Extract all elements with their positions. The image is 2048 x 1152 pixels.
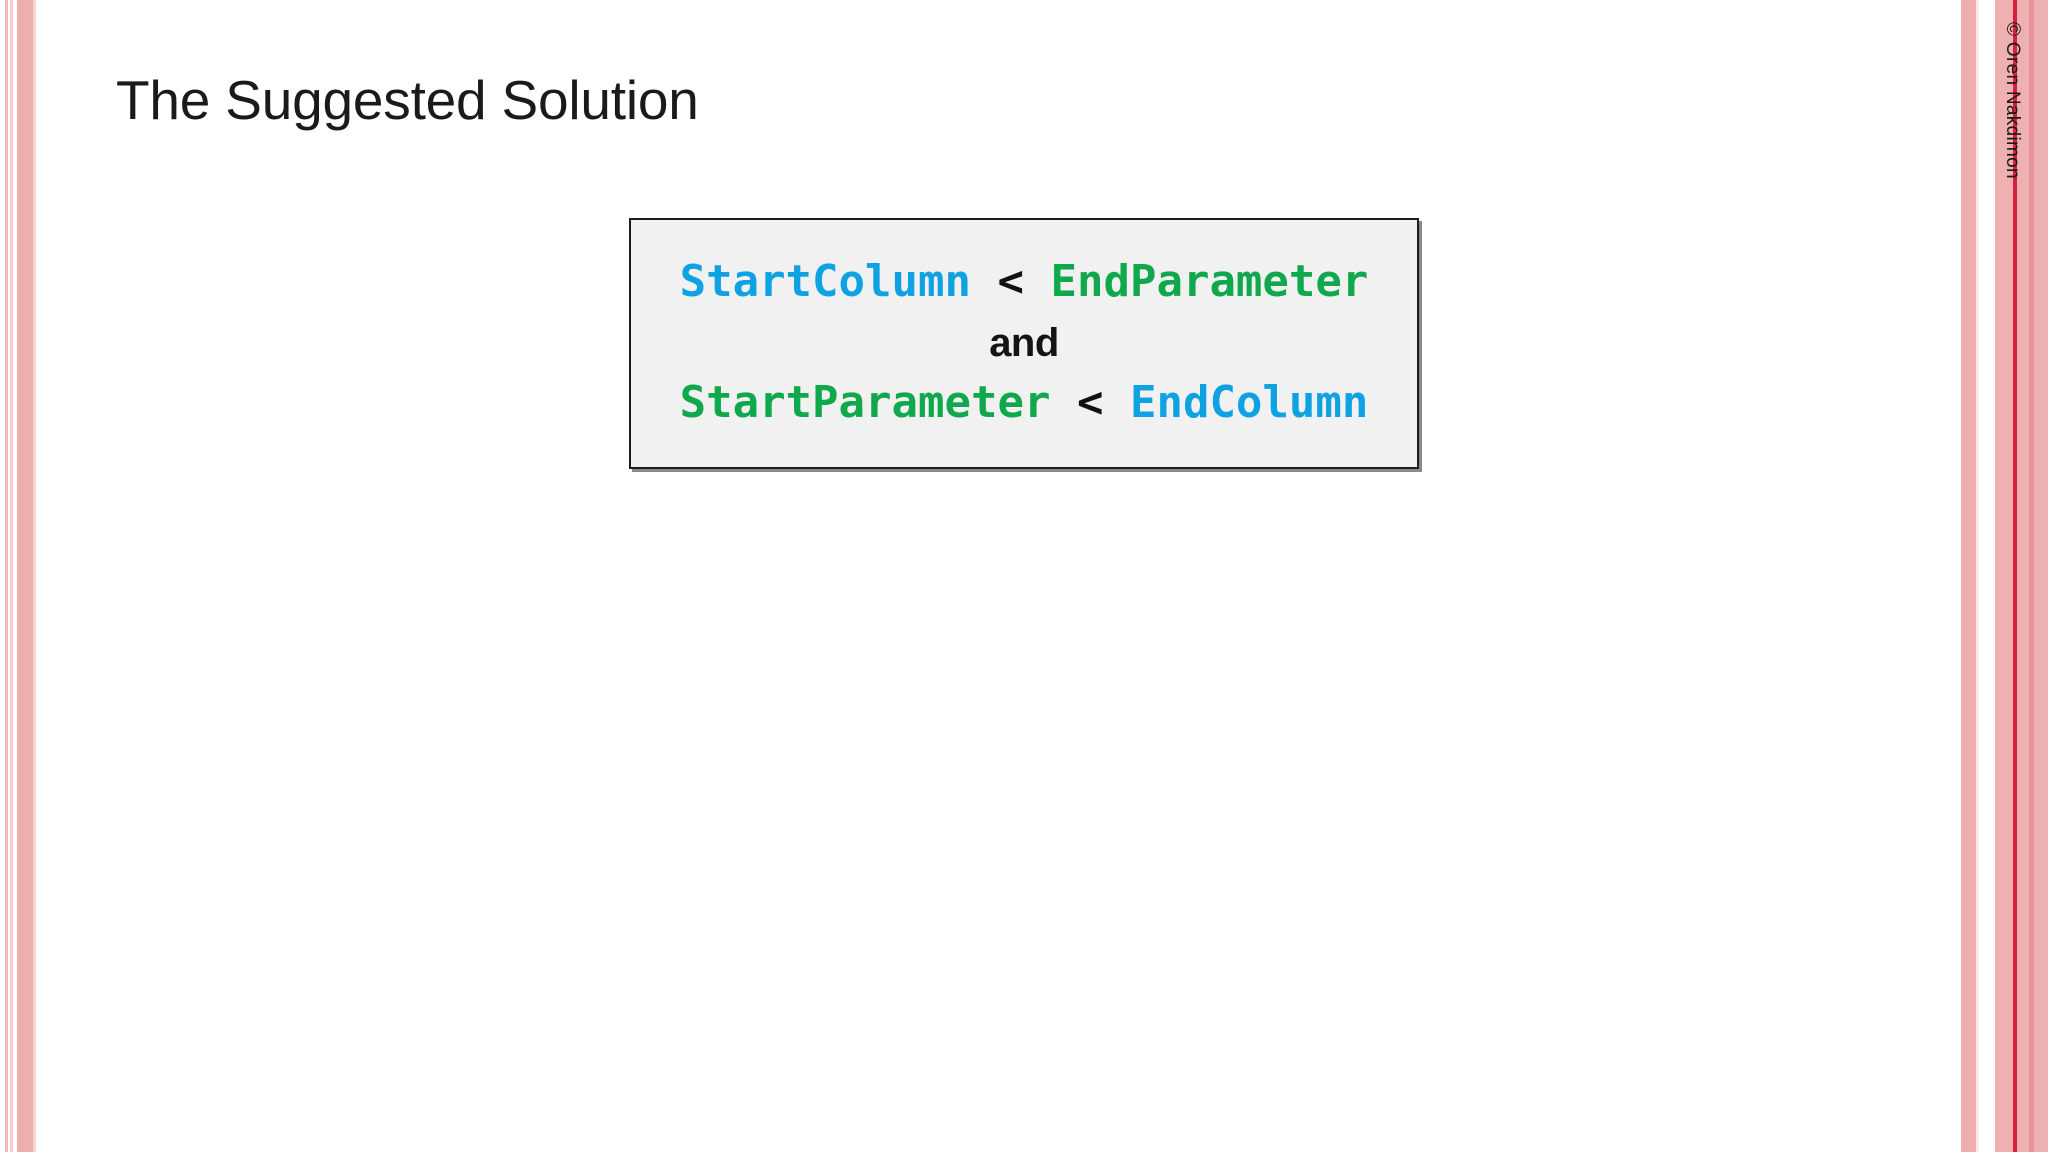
right-decor-bar-1 — [1961, 0, 1976, 1152]
page-title: The Suggested Solution — [116, 69, 699, 131]
right-decor-bar-3 — [1979, 0, 1995, 1152]
right-decor-bar-2 — [1976, 0, 1979, 1152]
condition-box: StartColumn < EndParameter and StartPara… — [629, 218, 1419, 469]
operator-glyph-1: < — [997, 256, 1025, 308]
condition-left-operand-2: StartParameter — [679, 376, 1051, 428]
condition-conjunction: and — [989, 320, 1059, 365]
condition-left-operand-1: StartColumn — [679, 256, 971, 308]
condition-operator-1: < — [971, 256, 1051, 307]
left-decor-bar-3 — [15, 0, 17, 1152]
condition-right-operand-2: EndColumn — [1129, 376, 1369, 428]
left-decor-bar-2 — [10, 0, 13, 1152]
left-decor-bar-4 — [17, 0, 33, 1152]
condition-operator-2: < — [1050, 377, 1130, 428]
left-decor-bar-1 — [5, 0, 8, 1152]
right-decor-bar-5 — [2013, 0, 2017, 1152]
condition-line-1: StartColumn < EndParameter — [680, 254, 1369, 310]
copyright-notice: © Oren Nakdimon — [2002, 22, 2023, 179]
right-decor-bar-7 — [2034, 0, 2048, 1152]
left-decor-bar-5 — [33, 0, 36, 1152]
operator-glyph-2: < — [1076, 376, 1104, 428]
condition-right-operand-1: EndParameter — [1050, 256, 1369, 308]
condition-line-3: StartParameter < EndColumn — [680, 375, 1369, 431]
right-decor-bar-6 — [2029, 0, 2034, 1152]
right-decor-bar-4 — [1995, 0, 2029, 1152]
